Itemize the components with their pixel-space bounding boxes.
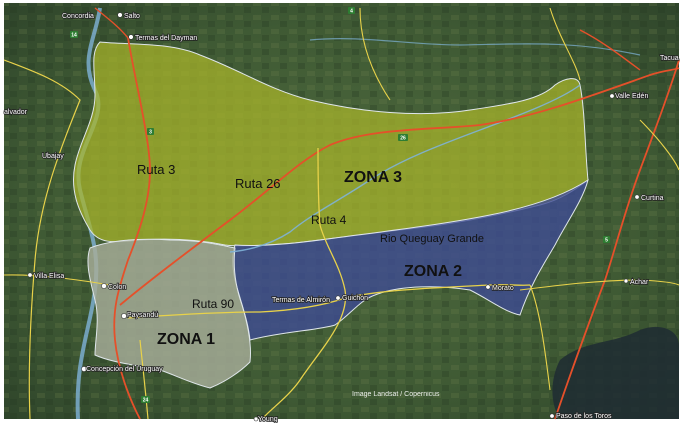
shield-26: 26 [400,136,406,142]
label-ruta-26: Ruta 26 [235,176,281,191]
label-paysandu: Paysandú [127,312,158,319]
zona-1-area [87,238,251,389]
southeast-road [519,279,680,391]
label-termas-almiron: Termas de Almirón [272,297,330,304]
label-valle-eden: Valle Edén [615,93,648,100]
route-24-line [139,339,149,420]
route-labels: Ruta 3 Ruta 26 Ruta 4 Ruta 90 Rio Quegua… [137,162,484,311]
label-salto: Salto [124,13,140,20]
label-river-queguay: Rio Queguay Grande [380,233,484,245]
label-ruta-4: Ruta 4 [311,213,347,227]
town-markers [27,12,678,422]
zona-2-area [232,178,589,341]
route-3-line [113,37,151,420]
west-road [3,274,111,286]
route-5-line [554,59,680,420]
route-14-line [3,59,81,420]
zone-labels: ZONA 3 ZONA 2 ZONA 1 [157,169,462,348]
place-labels: Concordia Salto Termas del Dayman Tacua … [3,12,679,423]
label-concordia: Concordia [62,13,94,20]
shield-4: 4 [350,9,353,15]
label-young: Young [258,416,278,423]
label-colon: Colon [108,284,126,291]
label-ruta-90: Ruta 90 [192,297,234,311]
road-shields: 14 4 3 26 5 24 [70,7,610,404]
label-zona-3: ZONA 3 [344,169,402,186]
imagery-credit: Image Landsat / Copernicus [352,391,440,398]
label-ruta-3: Ruta 3 [137,162,175,177]
shield-14: 14 [71,33,77,39]
label-termas-dayman: Termas del Dayman [135,35,197,42]
label-zona-1: ZONA 1 [157,331,215,348]
route-4-line [261,147,347,420]
label-zona-2: ZONA 2 [404,263,462,280]
queguay-river [229,84,581,253]
shield-5: 5 [605,238,608,244]
label-salvador: alvador [4,109,28,116]
label-guichon: Guichón [342,295,368,302]
shield-24: 24 [143,398,149,404]
label-concepcion: Concepción del Uruguay [86,366,163,373]
reservoir [552,326,679,419]
northern-creek [309,38,641,56]
label-morato: Morato [492,285,514,292]
label-paso-toros: Paso de los Toros [556,413,612,420]
label-tacua: Tacua [660,55,679,62]
route-north-line [94,7,641,71]
label-achar: Achar [630,279,649,286]
label-curtina: Curtina [641,195,664,202]
shield-3: 3 [149,130,152,136]
label-ubajay: Ubajay [42,153,64,160]
label-villa-elisa: Villa Elisa [34,273,64,280]
northeast-road [359,7,680,171]
route-26-line [119,67,680,306]
